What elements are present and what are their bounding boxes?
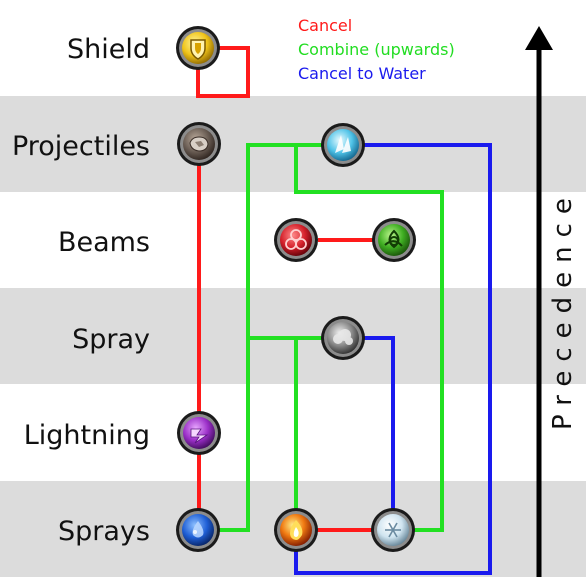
- legend-cancel-to-water: Cancel to Water: [298, 64, 426, 83]
- steam-orb[interactable]: [321, 316, 365, 360]
- fire-orb[interactable]: [274, 508, 318, 552]
- arcane-orb[interactable]: [274, 218, 318, 262]
- life-triquetra-icon: [384, 229, 403, 249]
- lightning-orb[interactable]: [177, 411, 221, 455]
- water-drop-icon: [192, 521, 204, 538]
- row-label-shield: Shield: [67, 34, 150, 65]
- connections: [196, 46, 492, 575]
- snowflake-icon: [385, 522, 401, 538]
- ice-shard-icon: [335, 135, 351, 153]
- legend-combine: Combine (upwards): [298, 40, 455, 59]
- fire-icon: [290, 520, 303, 540]
- row-label-projectiles: Projectiles: [12, 131, 150, 162]
- ice-orb[interactable]: [321, 123, 365, 167]
- precedence-axis-label: Precedence: [548, 189, 578, 430]
- orbs: [176, 26, 416, 552]
- precedence-arrowhead: [525, 26, 553, 50]
- arcane-triple-circle-icon: [285, 229, 307, 250]
- lightning-bolt-icon: [190, 428, 209, 444]
- water-orb[interactable]: [176, 508, 220, 552]
- steam-cloud-icon: [333, 329, 353, 345]
- row-label-sprays: Sprays: [58, 516, 150, 547]
- rock-icon: [189, 136, 209, 152]
- cold-orb[interactable]: [371, 508, 415, 552]
- life-orb[interactable]: [372, 218, 416, 262]
- row-label-beams: Beams: [58, 227, 150, 258]
- legend-cancel: Cancel: [298, 16, 352, 35]
- water-cancel-ice-fire: [294, 143, 492, 575]
- row-label-lightning: Lightning: [24, 420, 150, 451]
- shield-icon: [190, 39, 206, 60]
- row-label-spray: Spray: [72, 324, 150, 355]
- shield-orb[interactable]: [176, 26, 220, 70]
- earth-orb[interactable]: [177, 122, 221, 166]
- cancel-shield-loop: [196, 46, 250, 98]
- water-cancel-steam-cold: [364, 336, 395, 510]
- combine-water-up: [218, 143, 444, 532]
